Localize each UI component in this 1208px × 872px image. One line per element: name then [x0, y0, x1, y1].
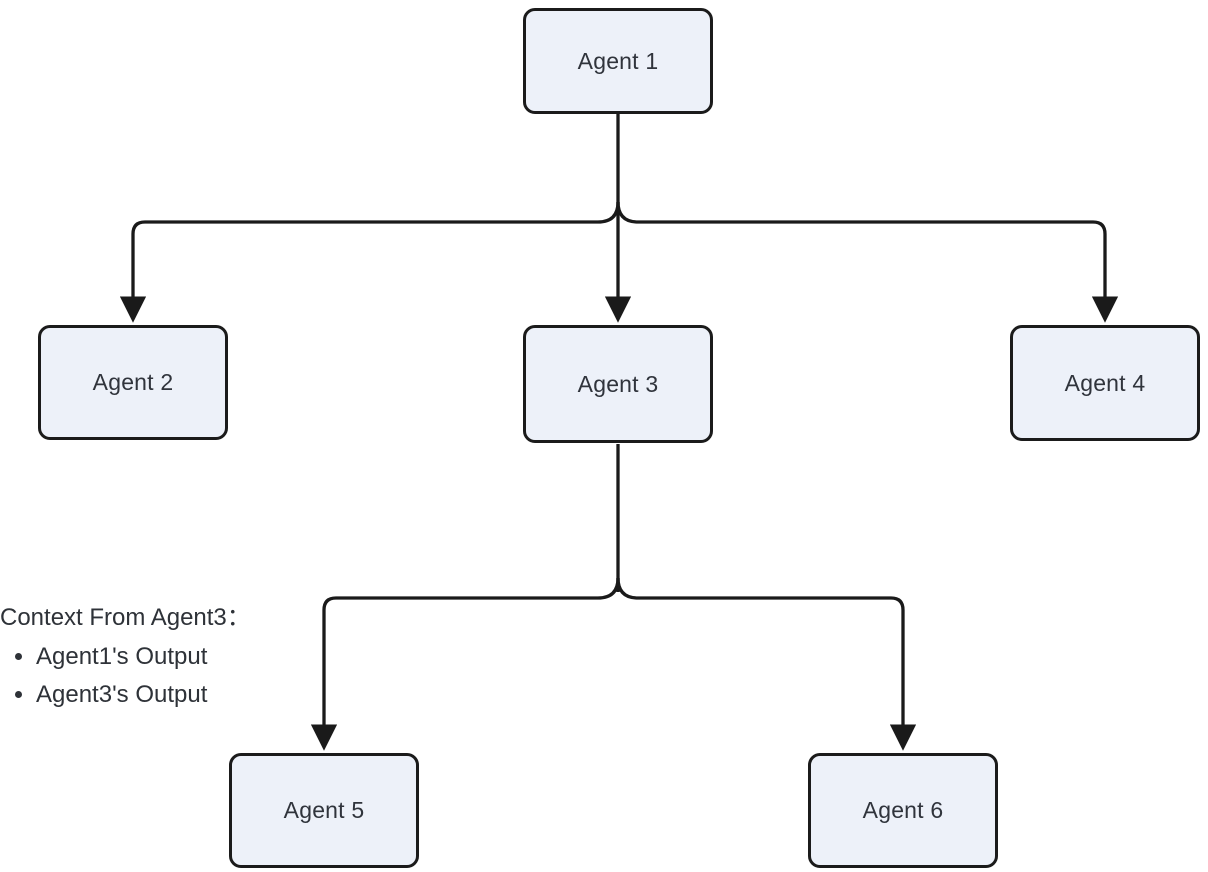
node-agent-6-label: Agent 6 [862, 797, 944, 823]
node-agent-1: Agent 1 [523, 8, 713, 114]
node-agent-4: Agent 4 [1010, 325, 1200, 441]
node-agent-2: Agent 2 [38, 325, 228, 440]
node-agent-4-label: Agent 4 [1064, 369, 1146, 396]
node-agent-1-label: Agent 1 [577, 47, 659, 74]
edge-agent1-agent4 [616, 201, 1119, 323]
context-annotation: Context From Agent3： Agent1's Output Age… [0, 600, 300, 714]
node-agent-3-label: Agent 3 [577, 370, 659, 397]
context-annotation-title: Context From Agent3： [0, 604, 251, 631]
context-annotation-item: Agent1's Output [36, 638, 300, 676]
node-agent-2-label: Agent 2 [92, 369, 174, 395]
context-annotation-list: Agent1's Output Agent3's Output [0, 638, 300, 714]
node-agent-5-label: Agent 5 [283, 797, 365, 823]
edge-agent3-agent6 [616, 577, 917, 751]
node-agent-3: Agent 3 [523, 325, 713, 443]
node-agent-5: Agent 5 [229, 753, 419, 868]
edge-agent3-agent5 [310, 577, 620, 751]
node-agent-6: Agent 6 [808, 753, 998, 868]
edge-agent1-agent2 [119, 201, 620, 323]
context-annotation-item: Agent3's Output [36, 676, 300, 714]
